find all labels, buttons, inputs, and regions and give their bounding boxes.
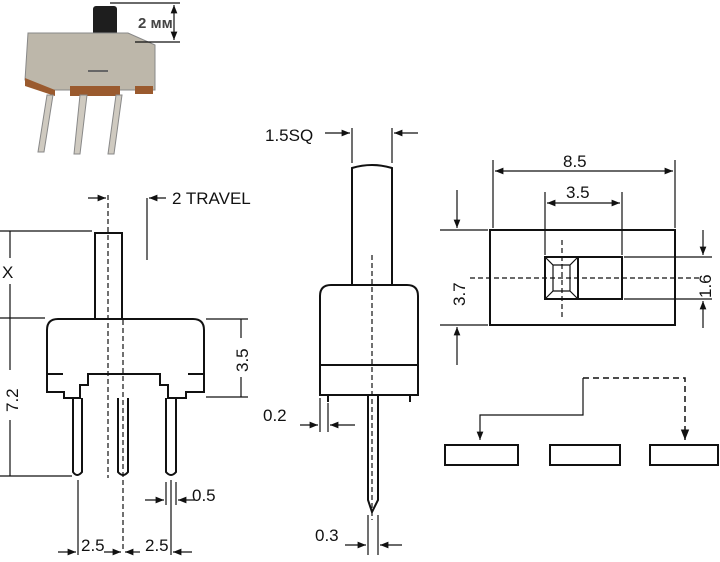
switch-photo: 2 мм [24, 2, 180, 155]
front-view: 2 TRAVEL X 7.2 3.5 0.5 2.5 2.5 [0, 189, 252, 556]
side-view: 1.5SQ 0.2 0.3 [263, 126, 419, 555]
top-view: 8.5 3.5 3.7 1.6 [440, 152, 715, 365]
travel-label: 2 TRAVEL [172, 189, 251, 208]
contact-position-1 [476, 378, 584, 440]
offset-label: 0.2 [263, 406, 287, 425]
front-actuator [94, 232, 123, 318]
pin-left [72, 398, 83, 476]
contact-position-2 [583, 377, 690, 440]
side-actuator [351, 164, 393, 285]
terminal-left [444, 444, 519, 466]
terminal-center [549, 444, 621, 466]
terminal-right [649, 444, 719, 466]
pin-right [165, 398, 177, 476]
photo-height-label: 2 мм [138, 15, 173, 32]
front-body [46, 318, 205, 399]
total-height-label: 7.2 [3, 388, 22, 412]
pin-thickness-label: 0.3 [315, 526, 339, 545]
actuator-size-label: 1.5SQ [265, 126, 313, 145]
actuator-height-label: X [2, 263, 13, 282]
actuator-width-label: 1.6 [696, 274, 715, 298]
body-height-label: 3.5 [233, 348, 252, 372]
pitch-right-label: 2.5 [145, 536, 169, 555]
circuit-schematic [444, 377, 719, 466]
pin-width-label: 0.5 [192, 486, 216, 505]
length-label: 8.5 [563, 152, 587, 171]
width-label: 3.7 [450, 282, 469, 306]
pitch-left-label: 2.5 [81, 536, 105, 555]
side-body [319, 284, 419, 396]
slot-length-label: 3.5 [566, 183, 590, 202]
side-pin [367, 395, 379, 515]
